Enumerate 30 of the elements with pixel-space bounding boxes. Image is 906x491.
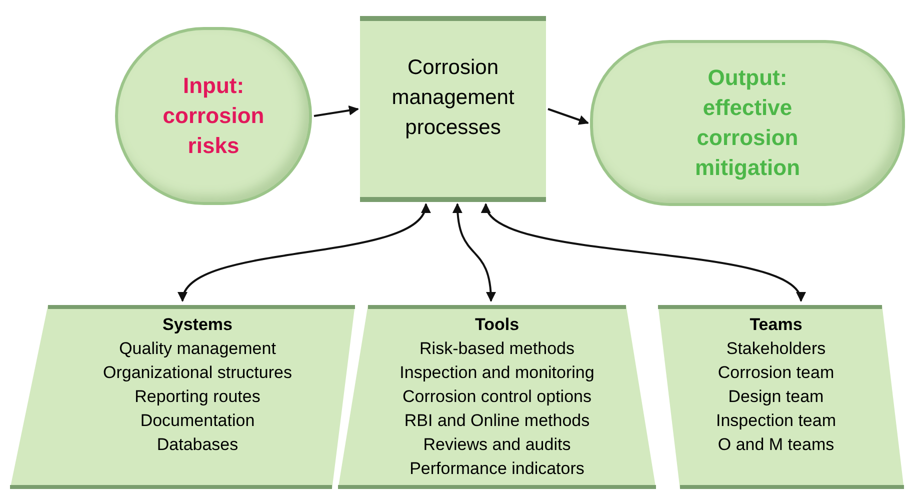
group-heading: Teams	[750, 314, 802, 336]
list-item: Reviews and audits	[423, 434, 571, 456]
group-heading: Systems	[162, 314, 232, 336]
list-item: Inspection team	[716, 410, 836, 432]
list-item: Stakeholders	[726, 338, 826, 360]
trapezoid-panel	[658, 305, 904, 489]
list-item: Reporting routes	[134, 386, 260, 408]
list-item: Performance indicators	[410, 458, 584, 480]
list-item: Databases	[156, 434, 238, 456]
list-item: Documentation	[140, 410, 255, 432]
node-label: Output: effective corrosion mitigation	[694, 64, 802, 182]
node-label: Corrosion management processes	[390, 55, 516, 141]
arrow	[452, 203, 496, 302]
list-item: Inspection and monitoring	[400, 362, 594, 384]
list-item: Design team	[728, 386, 824, 408]
arrow	[314, 105, 359, 117]
list-item: Organizational structures	[103, 362, 292, 384]
list-item: Corrosion team	[718, 362, 834, 384]
trapezoid-panel	[10, 305, 355, 489]
node-label: Input: corrosion risks	[162, 72, 266, 160]
trapezoid-panel	[338, 305, 656, 489]
list-item: Risk-based methods	[420, 338, 574, 360]
group-heading: Tools	[474, 314, 520, 336]
list-item: RBI and Online methods	[404, 410, 590, 432]
list-item: Quality management	[119, 338, 276, 360]
arrow	[180, 203, 428, 302]
list-item: Corrosion control options	[402, 386, 592, 408]
arrow	[548, 108, 589, 125]
list-item: O and M teams	[718, 434, 834, 456]
process-box	[360, 16, 546, 202]
